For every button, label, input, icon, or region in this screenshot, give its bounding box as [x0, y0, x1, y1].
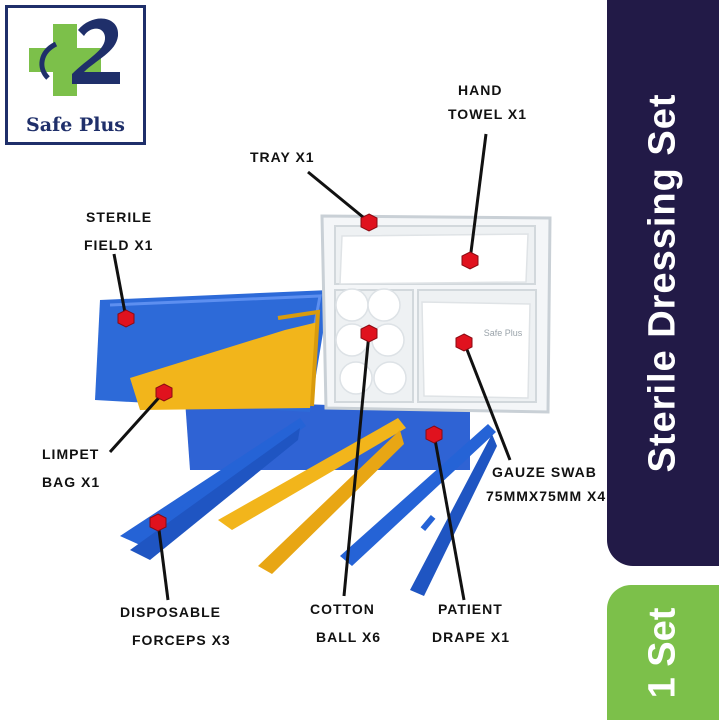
gauze-swab [421, 301, 531, 399]
marker-forceps-icon [149, 513, 167, 532]
product-title: Sterile Dressing Set [641, 93, 684, 473]
quantity-text: 1 Set [641, 607, 684, 698]
gauze-swab-label-line2: 75MMX75MM X4 [486, 488, 607, 504]
cotton-balls [335, 288, 407, 395]
leader-hand-towel [468, 133, 488, 261]
forceps-blue-left [120, 418, 306, 560]
tray-label: TRAY X1 [250, 149, 315, 165]
logo-brand-name: Safe Plus [26, 114, 125, 136]
safe-plus-logo: Safe Plus [5, 5, 146, 145]
callout-patient-drape: PATIENT DRAPE X1 [432, 597, 510, 649]
callout-disposable-forceps: DISPOSABLE FORCEPS X3 [120, 600, 231, 652]
leader-tray [307, 170, 370, 224]
leader-limpet-bag [108, 390, 166, 454]
medical-cross-logo-icon [29, 18, 120, 96]
product-illustration: Safe Plus [95, 133, 552, 601]
cotton-ball-label-line1: COTTON [310, 601, 375, 617]
forceps-blue-right [340, 424, 497, 596]
marker-limpet-bag-icon [155, 383, 173, 402]
marker-hand-towel-icon [461, 251, 479, 270]
callout-hand-towel: HAND TOWEL X1 [448, 78, 527, 126]
marker-tray-icon [360, 213, 378, 232]
leader-sterile-field [112, 253, 128, 319]
limpet-bag-label-line2: BAG X1 [42, 474, 101, 490]
leader-cotton-ball [342, 332, 371, 597]
product-title-banner: Sterile Dressing Set [607, 0, 719, 566]
marker-gauze-swab-icon [455, 333, 473, 352]
marker-group [117, 213, 479, 532]
cotton-ball-label-line2: BALL X6 [316, 629, 382, 645]
forceps-label-line1: DISPOSABLE [120, 604, 222, 620]
marker-cotton-ball-icon [360, 324, 378, 343]
callout-gauze-swab: GAUZE SWAB 75MMX75MM X4 [486, 460, 606, 508]
limpet-bag-label-line1: LIMPET [42, 446, 100, 462]
forceps-label-line2: FORCEPS X3 [132, 632, 231, 648]
quantity-badge: 1 Set [607, 585, 719, 720]
hand-towel [339, 233, 529, 285]
patient-drape-label-line2: DRAPE X1 [432, 629, 511, 645]
patient-drape-label-line1: PATIENT [438, 601, 503, 617]
tray-watermark: Safe Plus [484, 328, 523, 338]
callout-cotton-ball: COTTON BALL X6 [306, 597, 381, 649]
marker-sterile-field-icon [117, 309, 135, 328]
leader-gauze-swab [462, 341, 512, 461]
callout-sterile-field: STERILE FIELD X1 [84, 205, 153, 257]
sterile-field-label-line2: FIELD X1 [84, 237, 154, 253]
leader-patient-drape [432, 433, 466, 601]
sterile-field-label-line1: STERILE [86, 209, 153, 225]
callout-limpet-bag: LIMPET BAG X1 [42, 442, 100, 494]
gauze-swab-label-line1: GAUZE SWAB [492, 464, 597, 480]
callout-tray: TRAY X1 [250, 145, 315, 169]
marker-patient-drape-icon [425, 425, 443, 444]
hand-towel-label-line2: TOWEL X1 [448, 106, 528, 122]
hand-towel-label-line1: HAND [458, 82, 503, 98]
leader-forceps [156, 521, 170, 601]
limpet-bag [130, 322, 318, 410]
